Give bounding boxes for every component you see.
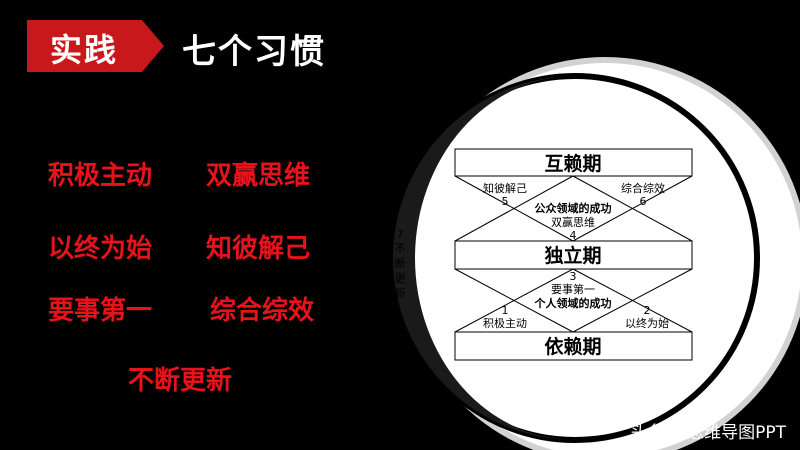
habit-1-number: 1	[502, 304, 509, 317]
habit-1-label: 积极主动	[483, 316, 527, 330]
habit-5-label: 知彼解己	[483, 181, 527, 195]
page-title: 七个习惯	[182, 32, 326, 72]
section-tag-label: 实践	[50, 31, 119, 69]
habit-5: 知彼解己	[206, 234, 311, 264]
habit-3-label: 要事第一	[551, 282, 595, 296]
level-top-label: 互赖期	[544, 152, 601, 175]
habit-2-label: 以终为始	[625, 316, 669, 330]
section-tag	[27, 20, 142, 72]
habit-1: 积极主动	[48, 161, 153, 191]
habit-2: 以终为始	[48, 234, 153, 264]
level-box-bottom	[454, 331, 693, 361]
public-victory-label: 公众领域的成功	[535, 201, 612, 215]
habit-3-number: 3	[570, 270, 577, 283]
habit-6: 综合综效	[210, 296, 315, 326]
watermark: 头条 @思维导图PPT	[630, 423, 786, 443]
habit-4-label: 双赢思维	[551, 215, 595, 229]
habit-4: 双赢思维	[206, 161, 311, 191]
section-tag-arrow	[142, 20, 164, 72]
habit-7-label: 不断更新	[395, 242, 406, 300]
habit-5-number: 5	[502, 195, 509, 208]
private-victory-label: 个人领域的成功	[534, 296, 612, 310]
level-box-top	[454, 148, 693, 177]
habit-4-number: 4	[570, 229, 577, 242]
level-box-middle	[454, 240, 693, 270]
habit-2-number: 2	[644, 304, 651, 317]
level-middle-label: 独立期	[544, 244, 601, 267]
habit-7-number: 7	[397, 228, 404, 241]
habit-7: 不断更新	[128, 366, 233, 396]
habit-6-label: 综合综效	[621, 181, 665, 195]
level-bottom-label: 依赖期	[544, 335, 601, 358]
diagonal-lines	[454, 175, 693, 333]
habit-3: 要事第一	[48, 296, 153, 326]
habit-6-number: 6	[640, 195, 647, 208]
